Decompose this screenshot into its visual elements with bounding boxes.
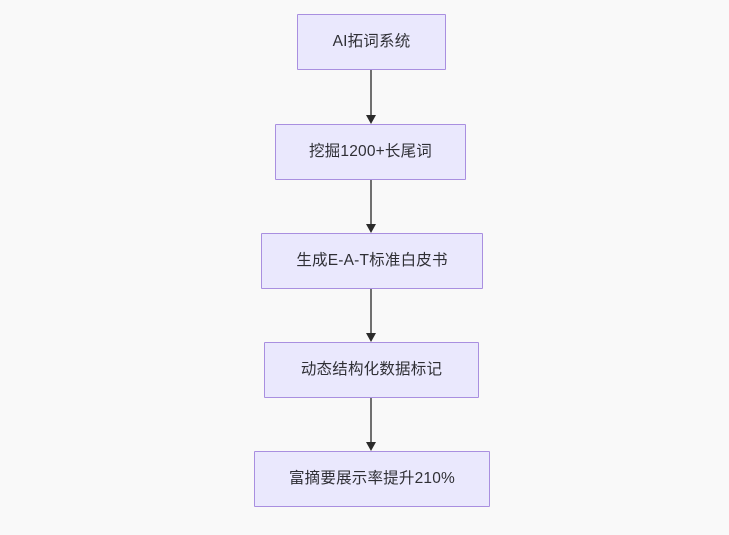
connector-line [370,70,372,116]
arrowhead-down-icon [366,442,376,451]
flow-node-rich-snippet-impression-uplift[interactable]: 富摘要展示率提升210% [254,451,490,507]
flow-node-mine-longtail-keywords[interactable]: 挖掘1200+长尾词 [275,124,466,180]
arrowhead-down-icon [366,333,376,342]
connector-line [370,398,372,443]
flow-node-dynamic-structured-data-markup[interactable]: 动态结构化数据标记 [264,342,479,398]
arrowhead-down-icon [366,224,376,233]
flow-node-generate-eat-whitepaper[interactable]: 生成E-A-T标准白皮书 [261,233,483,289]
flow-node-label: 富摘要展示率提升210% [288,470,456,488]
connector-line [370,180,372,225]
flow-node-label: 挖掘1200+长尾词 [308,143,433,161]
connector-line [370,289,372,334]
arrowhead-down-icon [366,115,376,124]
flow-node-label: 动态结构化数据标记 [300,361,443,379]
flow-node-label: AI拓词系统 [332,33,411,51]
flow-node-ai-keyword-system[interactable]: AI拓词系统 [297,14,446,70]
flow-node-label: 生成E-A-T标准白皮书 [296,252,448,270]
